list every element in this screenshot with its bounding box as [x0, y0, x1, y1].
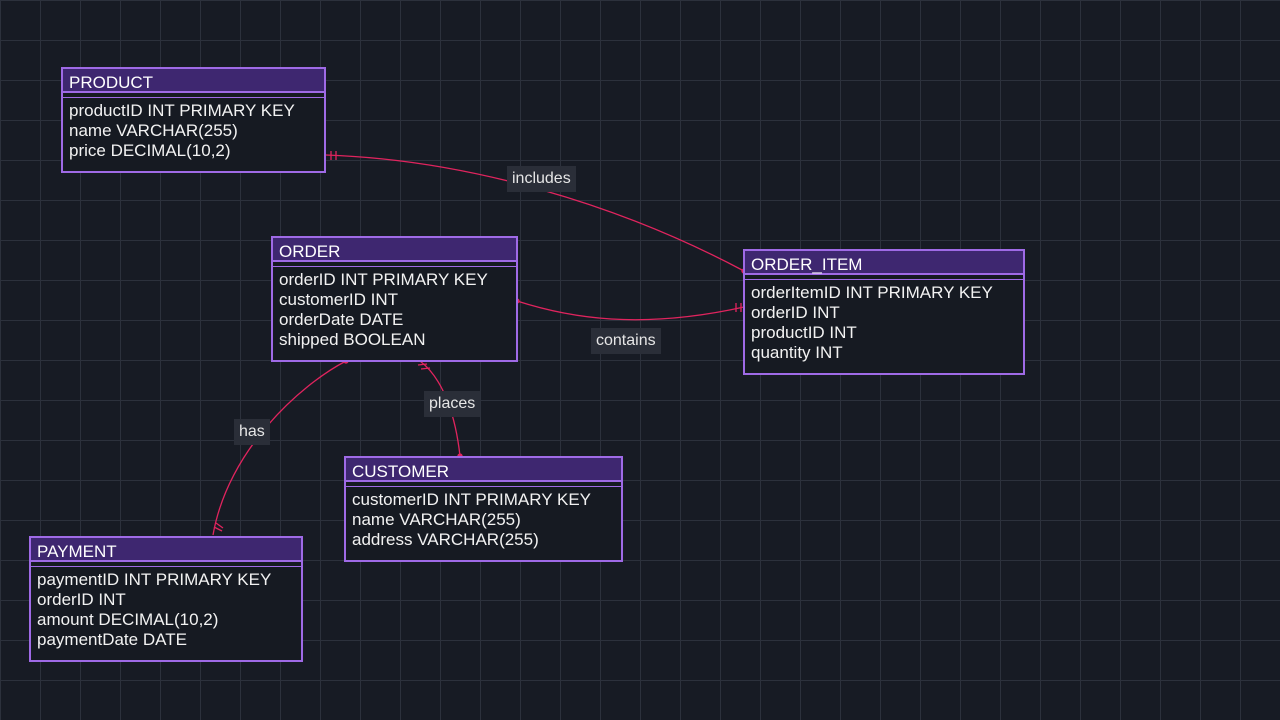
attribute-product-name: name VARCHAR(255)	[69, 121, 238, 140]
edge-has-bar-1	[213, 526, 223, 532]
attribute-order-customer-id: customerID INT	[279, 290, 399, 309]
edge-contains	[516, 300, 745, 321]
entity-payment-attributes: paymentID INT PRIMARY KEY orderID INT am…	[31, 567, 301, 654]
edge-has-bar-2	[215, 522, 224, 529]
relationship-label-places[interactable]: places	[424, 391, 481, 417]
attribute-order-item-order-id: orderID INT	[751, 303, 840, 322]
entity-customer-separator	[346, 482, 621, 487]
entity-product-title: PRODUCT	[63, 69, 324, 93]
edge-places-bar-1	[417, 363, 428, 366]
entity-payment-title: PAYMENT	[31, 538, 301, 562]
entity-product[interactable]: PRODUCT productID INT PRIMARY KEY name V…	[61, 67, 326, 173]
attribute-payment-date: paymentDate DATE	[37, 630, 187, 649]
entity-payment[interactable]: PAYMENT paymentID INT PRIMARY KEY orderI…	[29, 536, 303, 662]
entity-product-attributes: productID INT PRIMARY KEY name VARCHAR(2…	[63, 98, 324, 165]
attribute-customer-name: name VARCHAR(255)	[352, 510, 521, 529]
entity-order-item-separator	[745, 275, 1023, 280]
relationship-label-contains[interactable]: contains	[591, 328, 661, 354]
attribute-product-price: price DECIMAL(10,2)	[69, 141, 231, 160]
entity-order-item-attributes: orderItemID INT PRIMARY KEY orderID INT …	[745, 280, 1023, 367]
entity-customer-title: CUSTOMER	[346, 458, 621, 482]
relationship-label-includes[interactable]: includes	[507, 166, 576, 192]
attribute-product-id: productID INT PRIMARY KEY	[69, 101, 295, 120]
edge-places-bar-2	[420, 367, 431, 370]
entity-order-item-title: ORDER_ITEM	[745, 251, 1023, 275]
attribute-order-date: orderDate DATE	[279, 310, 404, 329]
attribute-payment-order-id: orderID INT	[37, 590, 126, 609]
entity-order-attributes: orderID INT PRIMARY KEY customerID INT o…	[273, 267, 516, 354]
attribute-order-id: orderID INT PRIMARY KEY	[279, 270, 488, 289]
attribute-customer-address: address VARCHAR(255)	[352, 530, 539, 549]
entity-customer-attributes: customerID INT PRIMARY KEY name VARCHAR(…	[346, 487, 621, 554]
entity-product-separator	[63, 93, 324, 98]
edge-has	[212, 360, 347, 536]
relationship-label-has[interactable]: has	[234, 419, 270, 445]
attribute-order-shipped: shipped BOOLEAN	[279, 330, 426, 349]
attribute-order-item-quantity: quantity INT	[751, 343, 843, 362]
attribute-payment-amount: amount DECIMAL(10,2)	[37, 610, 219, 629]
entity-order[interactable]: ORDER orderID INT PRIMARY KEY customerID…	[271, 236, 518, 362]
entity-customer[interactable]: CUSTOMER customerID INT PRIMARY KEY name…	[344, 456, 623, 562]
entity-payment-separator	[31, 562, 301, 567]
attribute-order-item-product-id: productID INT	[751, 323, 857, 342]
entity-order-item[interactable]: ORDER_ITEM orderItemID INT PRIMARY KEY o…	[743, 249, 1025, 375]
attribute-order-item-id: orderItemID INT PRIMARY KEY	[751, 283, 993, 302]
entity-order-title: ORDER	[273, 238, 516, 262]
attribute-customer-id: customerID INT PRIMARY KEY	[352, 490, 592, 509]
entity-order-separator	[273, 262, 516, 267]
attribute-payment-id: paymentID INT PRIMARY KEY	[37, 570, 272, 589]
